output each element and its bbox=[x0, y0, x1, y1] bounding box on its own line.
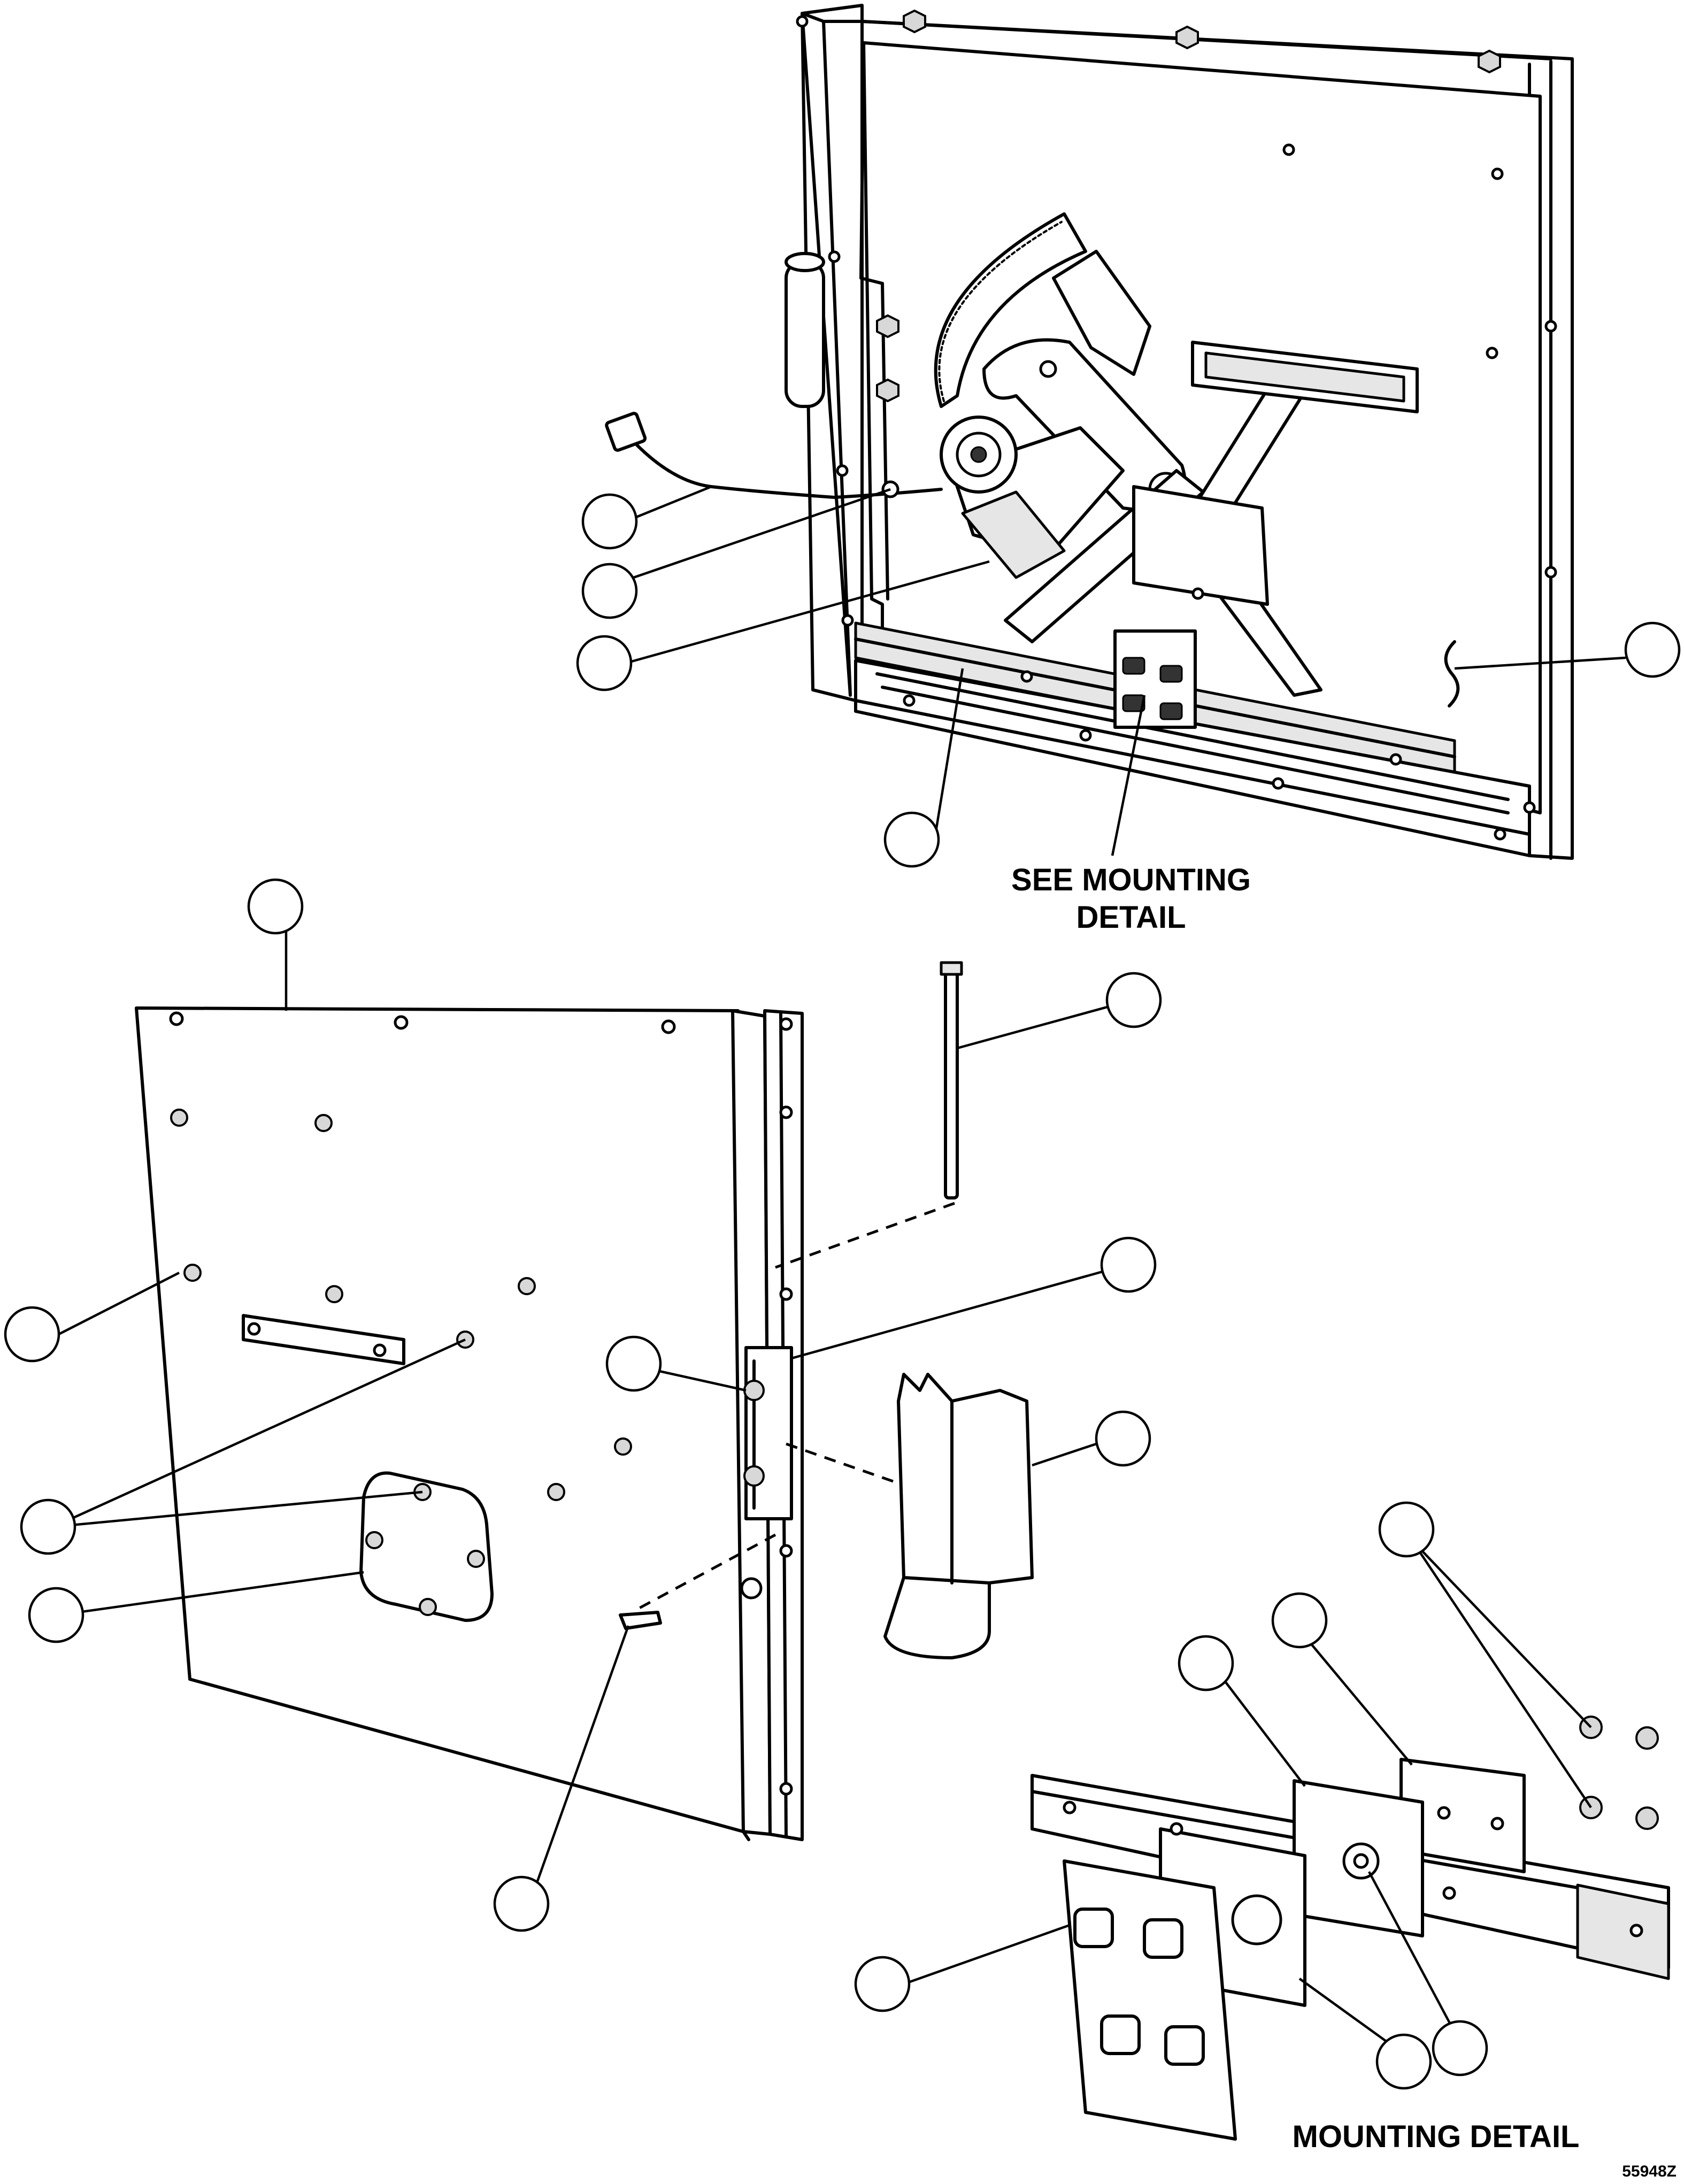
leader-lines bbox=[52, 485, 1626, 2049]
balloon bbox=[247, 878, 304, 935]
balloon bbox=[4, 1306, 60, 1363]
balloon bbox=[20, 1498, 76, 1555]
balloon bbox=[1178, 1635, 1234, 1691]
hinge-pin bbox=[940, 961, 963, 1199]
balloon bbox=[1378, 1501, 1435, 1558]
hinge-cover bbox=[883, 1373, 1034, 1659]
balloon bbox=[1271, 1592, 1328, 1649]
balloon bbox=[581, 493, 638, 550]
figure-number: 55948Z bbox=[1622, 2163, 1677, 2180]
balloon bbox=[605, 1335, 662, 1392]
balloon bbox=[493, 1875, 550, 1932]
balloon bbox=[581, 563, 638, 619]
balloon bbox=[854, 1956, 911, 2012]
balloon bbox=[576, 635, 633, 691]
balloon bbox=[1095, 1410, 1151, 1467]
door-panel bbox=[135, 1006, 804, 1841]
balloon bbox=[1105, 972, 1162, 1028]
balloon bbox=[28, 1587, 84, 1643]
balloon bbox=[1100, 1236, 1157, 1293]
door-frame-assembly bbox=[605, 4, 1574, 860]
mounting-detail-view bbox=[1031, 1716, 1670, 2141]
balloon bbox=[883, 811, 940, 868]
see-mounting-detail-callout-line2: DETAIL bbox=[1076, 900, 1186, 935]
balloon bbox=[1624, 621, 1681, 678]
balloon bbox=[1375, 2033, 1432, 2090]
balloon bbox=[1432, 2020, 1488, 2077]
callout-balloons bbox=[4, 493, 1681, 2090]
mounting-detail-title: MOUNTING DETAIL bbox=[1293, 2119, 1580, 2154]
see-mounting-detail-callout-line1: SEE MOUNTING bbox=[1011, 863, 1251, 897]
